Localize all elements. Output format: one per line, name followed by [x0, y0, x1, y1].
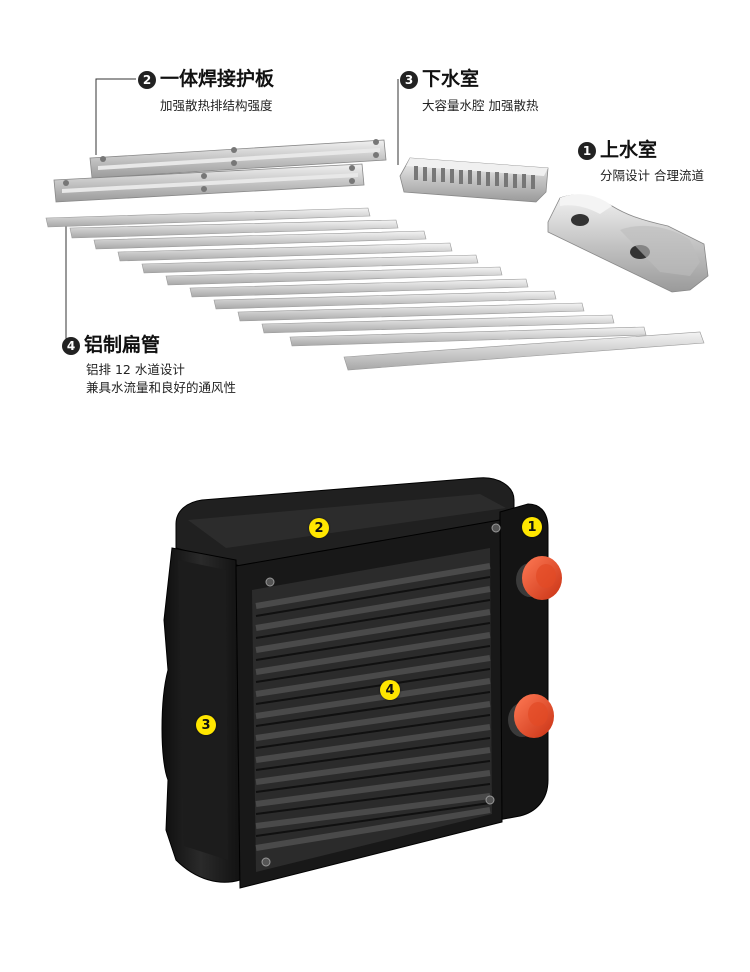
marker-3: 3 — [196, 715, 216, 735]
part-2-number: 2 — [138, 70, 156, 89]
part-4-title-text: 铝制扁管 — [84, 334, 161, 356]
right-water-chamber — [497, 503, 549, 821]
marker-1: 1 — [522, 517, 542, 537]
side-plate-upper — [89, 139, 387, 179]
part-3-title: 3 下水室 — [400, 70, 479, 89]
inlet-fitting-top — [516, 556, 562, 600]
part-4-desc-line-2: 兼具水流量和良好的通风性 — [86, 380, 237, 395]
marker-2: 2 — [309, 518, 329, 538]
flat-tubes — [45, 207, 705, 371]
part-2-title: 2 一体焊接护板 — [138, 70, 274, 89]
part-4-desc-line-1: 铝排 12 水道设计 — [86, 362, 185, 377]
side-plate-lower — [53, 163, 365, 203]
exploded-parts-diagram — [45, 78, 709, 371]
part-2-desc: 加强散热排结构强度 — [160, 98, 273, 113]
part-1-desc: 分隔设计 合理流道 — [600, 168, 704, 183]
part-1-title-text: 上水室 — [600, 139, 658, 161]
upper-water-chamber — [547, 194, 709, 293]
part-3-desc: 大容量水腔 加强散热 — [422, 98, 539, 113]
outlet-fitting-bottom — [508, 694, 554, 738]
part-2-title-text: 一体焊接护板 — [160, 68, 275, 90]
part-3-title-text: 下水室 — [422, 68, 480, 90]
part-4-title: 4 铝制扁管 — [62, 336, 160, 355]
frame-screws — [261, 523, 501, 867]
callout-line-2 — [95, 78, 136, 155]
part-3-number: 3 — [400, 70, 418, 89]
part-4-number: 4 — [62, 336, 80, 355]
radiator-fins — [252, 548, 492, 872]
part-1-title: 1 上水室 — [578, 141, 657, 160]
part-1-number: 1 — [578, 141, 596, 160]
marker-4: 4 — [380, 680, 400, 700]
lower-water-chamber — [399, 157, 549, 203]
